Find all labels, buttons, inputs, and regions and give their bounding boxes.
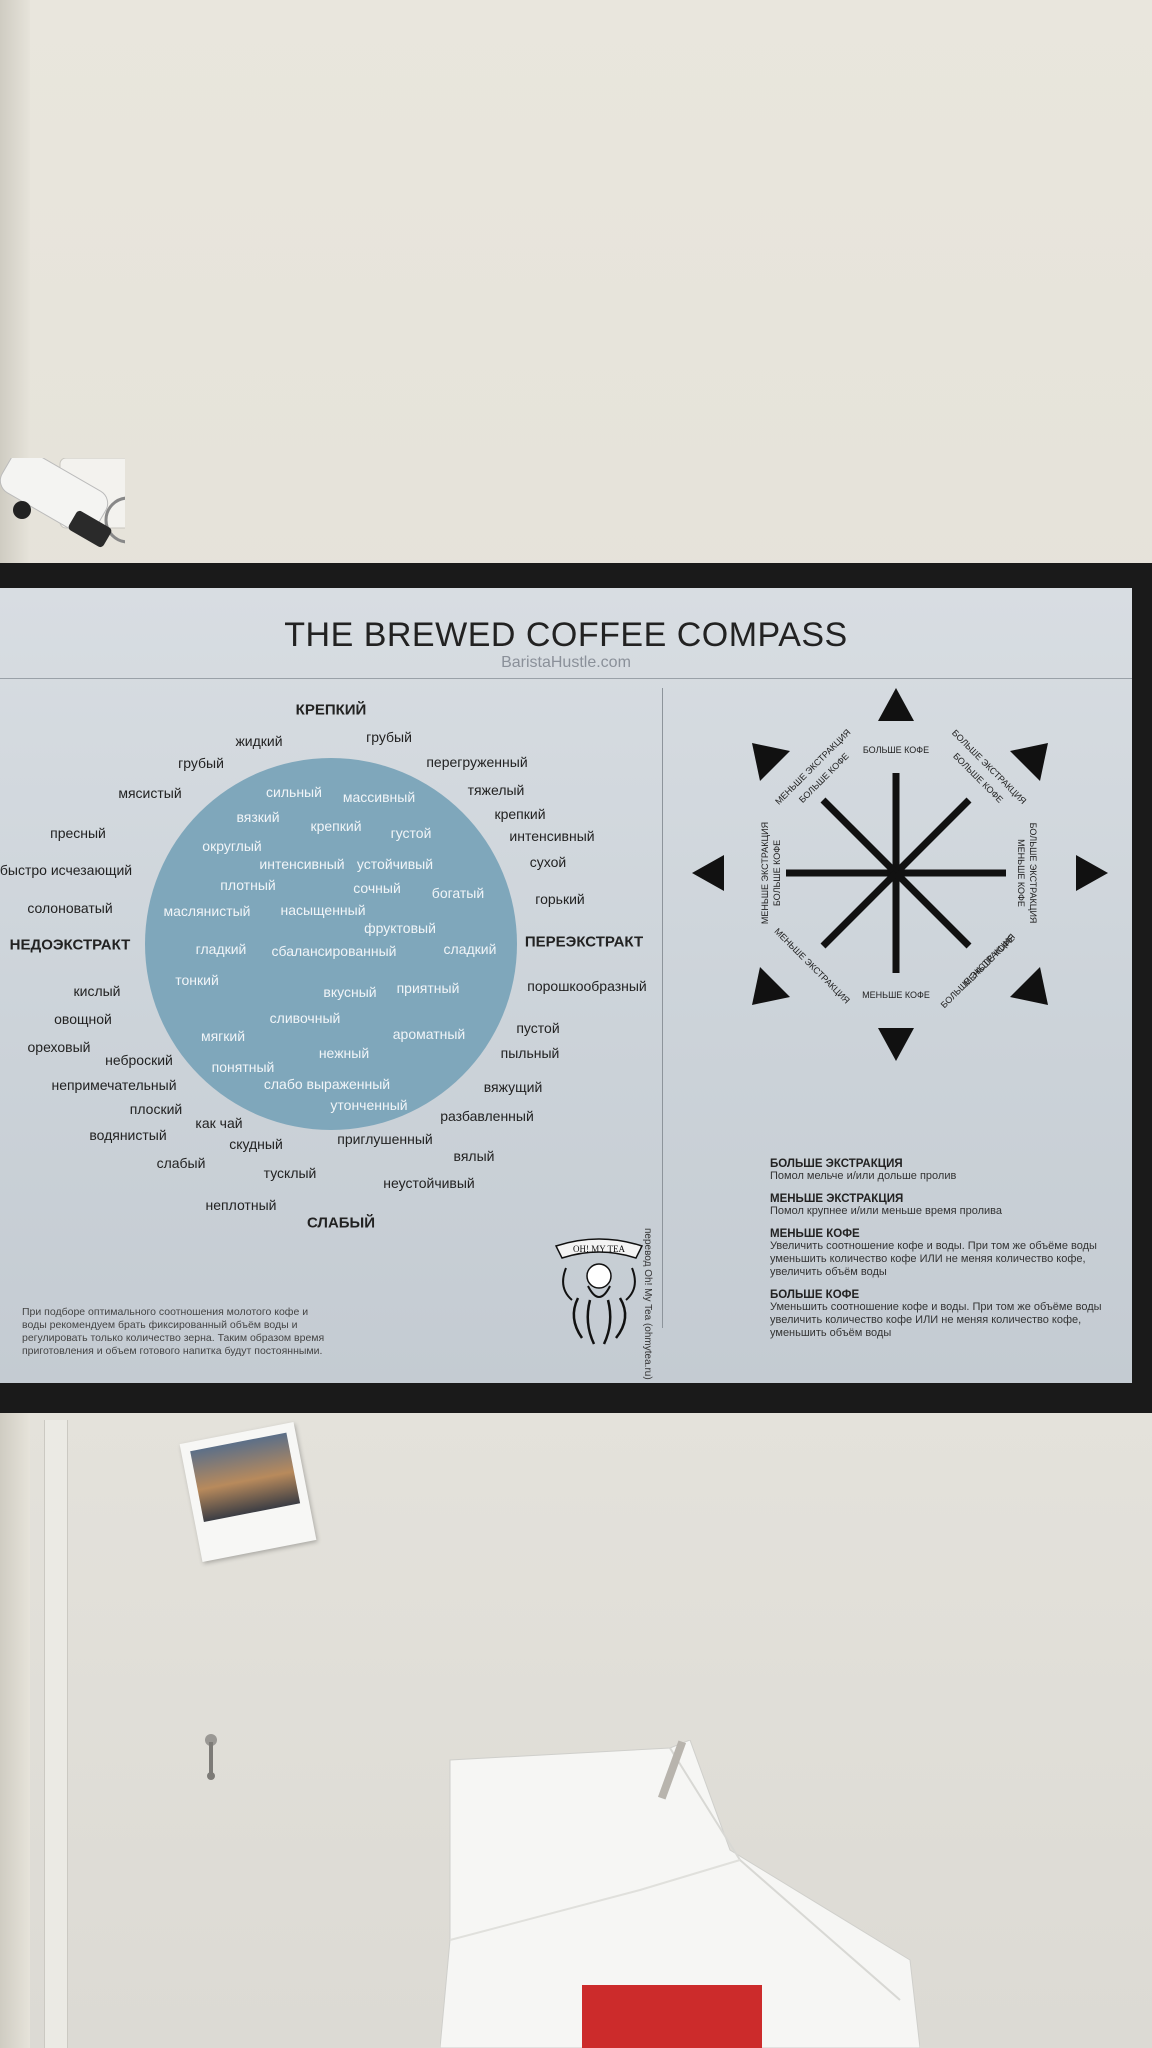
flavor-word: скудный bbox=[229, 1136, 283, 1152]
wall-panel-strip bbox=[44, 1420, 68, 2048]
compass-label-bottom: МЕНЬШЕ КОФЕ bbox=[862, 990, 930, 1000]
flavor-word: слабый bbox=[156, 1155, 206, 1171]
flavor-word: неустойчивый bbox=[383, 1175, 475, 1191]
footnote: При подборе оптимального соотношения мол… bbox=[22, 1306, 325, 1357]
balanced-word: массивный bbox=[342, 789, 416, 805]
balanced-word: сбалансированный bbox=[271, 943, 397, 959]
flavor-word: быстро исчезающий bbox=[0, 862, 133, 878]
balanced-word: вязкий bbox=[236, 809, 280, 825]
legend-text: Помол мельче и/или дольше пролив bbox=[770, 1170, 957, 1182]
legend-heading: МЕНЬШЕ ЭКСТРАКЦИЯ bbox=[770, 1193, 904, 1205]
wall-hook-icon bbox=[205, 1734, 217, 1780]
flavor-word: жидкий bbox=[235, 733, 283, 749]
balanced-word: тонкий bbox=[175, 972, 219, 988]
flavor-word: крепкий bbox=[494, 806, 546, 822]
compass-label-right: БОЛЬШЕ ЭКСТРАКЦИЯ bbox=[1028, 823, 1038, 924]
white-bag bbox=[440, 1740, 920, 2048]
balanced-word: понятный bbox=[211, 1059, 275, 1075]
balanced-zone-circle bbox=[145, 758, 517, 1130]
flavor-word: солоноватый bbox=[27, 900, 113, 916]
legend-heading: БОЛЬШЕ ЭКСТРАКЦИЯ bbox=[770, 1158, 903, 1170]
flavor-word: пресный bbox=[50, 825, 106, 841]
flavor-word: тяжелый bbox=[467, 782, 525, 798]
svg-text:OH! MY TEA: OH! MY TEA bbox=[573, 1244, 625, 1254]
compass-label-left-2: БОЛЬШЕ КОФЕ bbox=[772, 840, 782, 906]
balanced-word: плотный bbox=[220, 877, 276, 893]
flavor-word: пыльный bbox=[500, 1045, 560, 1061]
balanced-word: слабо выраженный bbox=[263, 1076, 391, 1092]
compass-label-right-2: МЕНЬШЕ КОФЕ bbox=[1016, 839, 1026, 907]
balanced-word: сладкий bbox=[443, 941, 497, 957]
flavor-word: грубый bbox=[366, 729, 412, 745]
poster-title: THE BREWED COFFEE COMPASS bbox=[284, 616, 848, 654]
flavor-word: водянистый bbox=[89, 1127, 167, 1143]
bag-red-label bbox=[582, 1985, 762, 2048]
flavor-word: ореховый bbox=[27, 1039, 91, 1055]
flavor-word: мясистый bbox=[118, 785, 182, 801]
flavor-word: овощной bbox=[54, 1011, 112, 1027]
flavor-word: неплотный bbox=[205, 1197, 277, 1213]
balanced-word: вкусный bbox=[323, 984, 377, 1000]
flavor-word: неброский bbox=[105, 1052, 173, 1068]
axis-top: КРЕПКИЙ bbox=[295, 701, 367, 719]
balanced-word: мягкий bbox=[200, 1028, 246, 1044]
balanced-word: густой bbox=[390, 825, 432, 841]
axis-right: ПЕРЕЭКСТРАКТ bbox=[524, 933, 644, 951]
legend: БОЛЬШЕ ЭКСТРАКЦИЯ Помол мельче и/или дол… bbox=[770, 1158, 1130, 1350]
balanced-word: округлый bbox=[202, 838, 262, 854]
balanced-word: сильный bbox=[266, 784, 322, 800]
flavor-word: кислый bbox=[73, 983, 121, 999]
legend-text: Помол крупнее и/или меньше время пролива bbox=[770, 1205, 1003, 1217]
poster-subtitle: BaristaHustle.com bbox=[501, 654, 631, 671]
polaroid-photo bbox=[179, 1422, 317, 1562]
flavor-word: грубый bbox=[178, 755, 224, 771]
balanced-word: сливочный bbox=[269, 1010, 341, 1026]
vertical-divider bbox=[662, 688, 663, 1328]
balanced-word: маслянистый bbox=[163, 903, 251, 919]
balanced-word: сочный bbox=[353, 880, 401, 896]
balanced-word: богатый bbox=[431, 885, 485, 901]
flavor-word: перегруженный bbox=[426, 754, 528, 770]
title-divider bbox=[0, 678, 1132, 679]
balanced-word: интенсивный bbox=[259, 856, 345, 872]
balanced-word: приятный bbox=[396, 980, 460, 996]
flavor-word: интенсивный bbox=[509, 828, 595, 844]
flavor-word: разбавленный bbox=[440, 1108, 534, 1124]
legend-text: Увеличить соотношение кофе и воды. При т… bbox=[770, 1240, 1097, 1278]
flavor-word: сухой bbox=[529, 854, 567, 870]
oh-my-tea-logo-icon: OH! MY TEA bbox=[554, 1238, 644, 1345]
flavor-word: приглушенный bbox=[337, 1131, 433, 1147]
flavor-word: тусклый bbox=[263, 1165, 317, 1181]
flavor-word: непримечательный bbox=[51, 1077, 177, 1093]
balanced-word: гладкий bbox=[195, 941, 247, 957]
legend-heading: БОЛЬШЕ КОФЕ bbox=[770, 1289, 860, 1301]
flavor-word: горький bbox=[535, 891, 585, 907]
flavor-word: как чай bbox=[195, 1115, 243, 1131]
brew-compass: БОЛЬШЕ КОФЕ МЕНЬШЕ КОФЕ МЕНЬШЕ ЭКСТРАКЦИ… bbox=[692, 688, 1108, 1061]
balanced-word: утонченный bbox=[330, 1097, 408, 1113]
legend-heading: МЕНЬШЕ КОФЕ bbox=[770, 1228, 860, 1240]
axis-left: НЕДОЭКСТРАКТ bbox=[9, 936, 131, 954]
balanced-word: ароматный bbox=[392, 1026, 466, 1042]
flavor-word: пустой bbox=[516, 1020, 560, 1036]
arrow-icon bbox=[692, 688, 1108, 1061]
security-camera bbox=[0, 458, 125, 548]
axis-bottom: СЛАБЫЙ bbox=[306, 1214, 376, 1232]
compass-label-left: МЕНЬШЕ ЭКСТРАКЦИЯ bbox=[760, 822, 770, 924]
flavor-word: плоский bbox=[129, 1101, 183, 1117]
compass-label-top: БОЛЬШЕ КОФЕ bbox=[863, 745, 929, 755]
coffee-compass-poster: THE BREWED COFFEE COMPASS BaristaHustle.… bbox=[0, 588, 1132, 1383]
balanced-word: насыщенный bbox=[280, 902, 366, 918]
photo-image bbox=[190, 1432, 301, 1522]
legend-text: Уменьшить соотношение кофе и воды. При т… bbox=[770, 1301, 1102, 1339]
flavor-word: порошкообразный bbox=[527, 978, 647, 994]
flavor-word: вялый bbox=[453, 1148, 495, 1164]
balanced-word: устойчивый bbox=[356, 856, 434, 872]
balanced-word: фруктовый bbox=[364, 920, 436, 936]
flavor-word: вяжущий bbox=[483, 1079, 543, 1095]
balanced-word: нежный bbox=[318, 1045, 370, 1061]
balanced-word: крепкий bbox=[310, 818, 362, 834]
compass-label-bottom-right-2: МЕНЬШЕ КОФЕ bbox=[961, 933, 1016, 988]
